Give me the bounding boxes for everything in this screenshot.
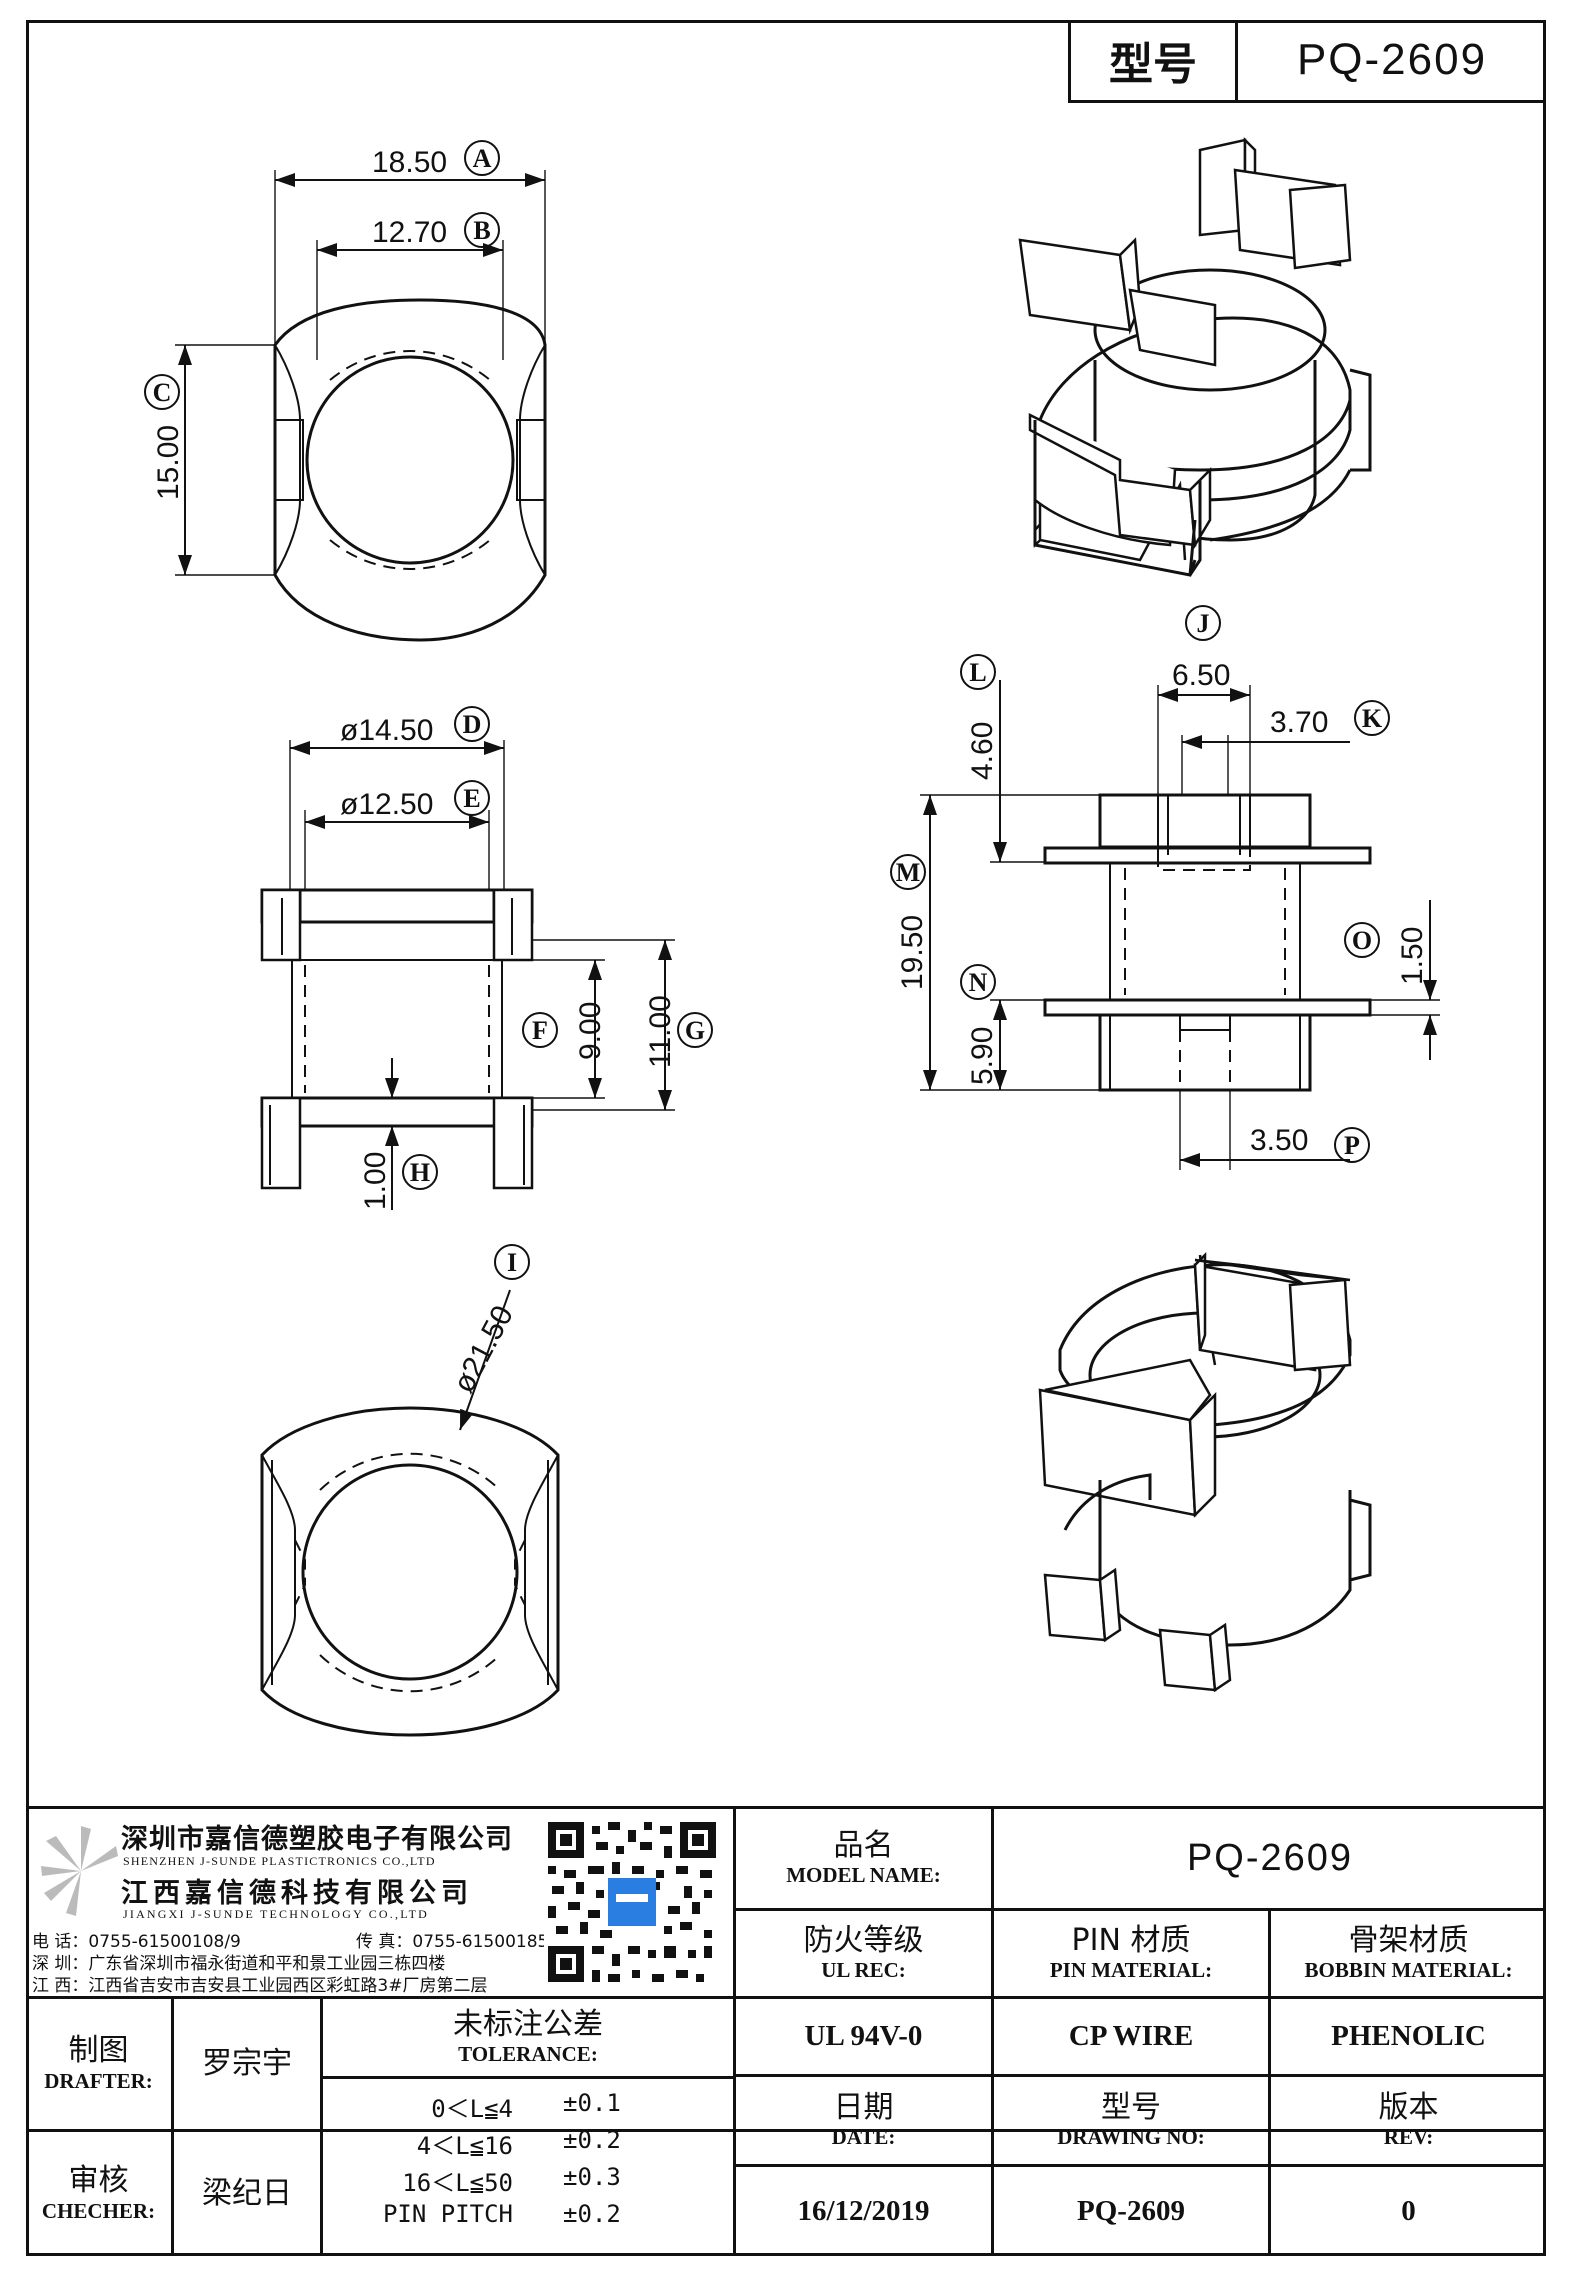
company-name-en-1: SHENZHEN J-SUNDE PLASTICTRONICS CO.,LTD: [123, 1854, 436, 1868]
company-fax: 传 真：0755-61500185: [356, 1932, 549, 1952]
drafter-label: 制图 DRAFTER:: [44, 2033, 153, 2093]
rev-value: 0: [1401, 2195, 1416, 2227]
dim-D-value: ø14.50: [340, 714, 433, 747]
bubble-F: F: [522, 1012, 558, 1048]
bubble-markers: A B C D E F G H I J K L M N O P: [144, 140, 1390, 1280]
dim-O-value: 1.50: [1396, 927, 1429, 985]
tolerance-row: PIN PITCH±0.2: [382, 2200, 621, 2228]
pin-material-label: PIN 材质 PIN MATERIAL:: [1049, 1922, 1213, 1983]
bubble-D: D: [454, 706, 490, 742]
bubble-I: I: [494, 1244, 530, 1280]
drawing-no-value: PQ-2609: [1077, 2195, 1185, 2227]
svg-text:I: I: [507, 1248, 517, 1277]
svg-text:H: H: [410, 1158, 430, 1187]
svg-text:L: L: [969, 658, 986, 687]
dim-M-value: 19.50: [896, 915, 929, 990]
svg-text:A: A: [473, 144, 492, 173]
svg-text:O: O: [1352, 926, 1372, 955]
dim-J-value: 6.50: [1172, 659, 1230, 692]
checker-value: 梁纪日: [202, 2175, 292, 2211]
company-phone: 电 话：0755-61500108/9: [32, 1932, 241, 1952]
bobbin-material-value: PHENOLIC: [1331, 2020, 1486, 2052]
svg-text:M: M: [896, 858, 921, 887]
dim-H-value: 1.00: [359, 1152, 392, 1210]
dim-E-value: ø12.50: [340, 788, 433, 821]
technical-drawing: 18.50 12.70 15.00 ø14.50: [144, 136, 1440, 1737]
company-address-jiangxi: 江 西：江西省吉安市吉安县工业园西区彩虹路3#厂房第二层: [32, 1976, 488, 1996]
tolerance-row: 0＜L≦4±0.1: [431, 2089, 621, 2123]
company-address-shenzhen: 深 圳：广东省深圳市福永街道和平和景工业园三栋四楼: [32, 1954, 446, 1974]
dim-G-value: 11.00: [644, 995, 677, 1068]
dim-I-value: ø21.50: [447, 1300, 520, 1398]
tolerance-label: 未标注公差 TOLERANCE:: [453, 2006, 603, 2067]
dim-L-value: 4.60: [966, 722, 999, 780]
model-name-label: 品名 MODEL NAME:: [786, 1827, 941, 1888]
svg-text:K: K: [1362, 704, 1383, 733]
bubble-P: P: [1334, 1127, 1370, 1163]
bubble-N: N: [960, 964, 996, 1000]
isometric-view-bottom: [1038, 1251, 1372, 1693]
bubble-K: K: [1354, 700, 1390, 736]
svg-text:F: F: [532, 1016, 548, 1045]
model-name-value: PQ-2609: [1186, 1837, 1354, 1879]
dim-A-value: 18.50: [372, 146, 447, 179]
svg-text:N: N: [969, 968, 988, 997]
bubble-H: H: [402, 1154, 438, 1190]
tolerance-row: 4＜L≦16±0.2: [416, 2126, 621, 2160]
bubble-J: J: [1185, 605, 1221, 641]
svg-text:C: C: [153, 378, 172, 407]
bubble-M: M: [890, 854, 926, 890]
date-label: 日期 DATE:: [831, 2089, 896, 2150]
bubble-B: B: [464, 212, 500, 248]
isometric-view-top: [1018, 136, 1372, 577]
dim-C-value: 15.00: [152, 425, 185, 500]
checker-label: 审核 CHECHER:: [41, 2163, 156, 2223]
bottom-view: [260, 1289, 560, 1737]
bubble-A: A: [464, 140, 500, 176]
bubble-C: C: [144, 374, 180, 410]
dim-F-value: 9.00: [574, 1002, 607, 1060]
dim-B-value: 12.70: [372, 216, 447, 249]
ul-rec-label: 防火等级 UL REC:: [803, 1922, 924, 1983]
svg-text:P: P: [1344, 1131, 1360, 1160]
pin-material-value: CP WIRE: [1068, 2020, 1194, 2052]
company-name-en-2: JIANGXI J-SUNDE TECHNOLOGY CO.,LTD: [123, 1907, 430, 1921]
header-label: 型号: [1071, 20, 1238, 100]
company-info: 深圳市嘉信德塑胶电子有限公司 SHENZHEN J-SUNDE PLASTICT…: [26, 1809, 736, 1996]
ul-rec-value: UL 94V-0: [804, 2020, 923, 2052]
dim-P-value: 3.50: [1250, 1124, 1308, 1157]
side-view: [920, 680, 1440, 1170]
company-name-cn-2: 江西嘉信德科技有限公司: [121, 1878, 473, 1909]
qr-code-icon: [544, 1818, 720, 1986]
rev-label: 版本 REV:: [1378, 2089, 1439, 2150]
drawing-no-label: 型号 DRAWING NO:: [1057, 2089, 1205, 2150]
bubble-E: E: [454, 780, 490, 816]
svg-text:D: D: [463, 710, 482, 739]
tolerance-table: 0＜L≦4±0.1 4＜L≦16±0.2 16＜L≦50±0.3 PIN PIT…: [323, 2079, 733, 2256]
dim-K-value: 3.70: [1270, 706, 1328, 739]
date-value: 16/12/2019: [797, 2195, 930, 2227]
front-view: [260, 740, 675, 1210]
bubble-G: G: [677, 1012, 713, 1048]
svg-text:J: J: [1197, 609, 1210, 638]
bubble-L: L: [960, 654, 996, 690]
drafter-value: 罗宗宇: [202, 2045, 292, 2081]
tolerance-row: 16＜L≦50±0.3: [402, 2163, 621, 2197]
top-view: [175, 170, 547, 642]
header-box: 型号 PQ-2609: [1068, 20, 1546, 103]
svg-text:G: G: [685, 1016, 705, 1045]
svg-text:B: B: [473, 216, 490, 245]
title-block: 深圳市嘉信德塑胶电子有限公司 SHENZHEN J-SUNDE PLASTICT…: [26, 1806, 1546, 2256]
bubble-O: O: [1344, 922, 1380, 958]
bobbin-material-label: 骨架材质 BOBBIN MATERIAL:: [1304, 1922, 1513, 1983]
svg-text:E: E: [463, 784, 480, 813]
company-name-cn-1: 深圳市嘉信德塑胶电子有限公司: [121, 1824, 513, 1855]
header-model: PQ-2609: [1296, 35, 1488, 84]
company-logo-icon: [41, 1826, 118, 1916]
dim-N-value: 5.90: [966, 1027, 999, 1085]
drawing-sheet: [26, 20, 1546, 2256]
